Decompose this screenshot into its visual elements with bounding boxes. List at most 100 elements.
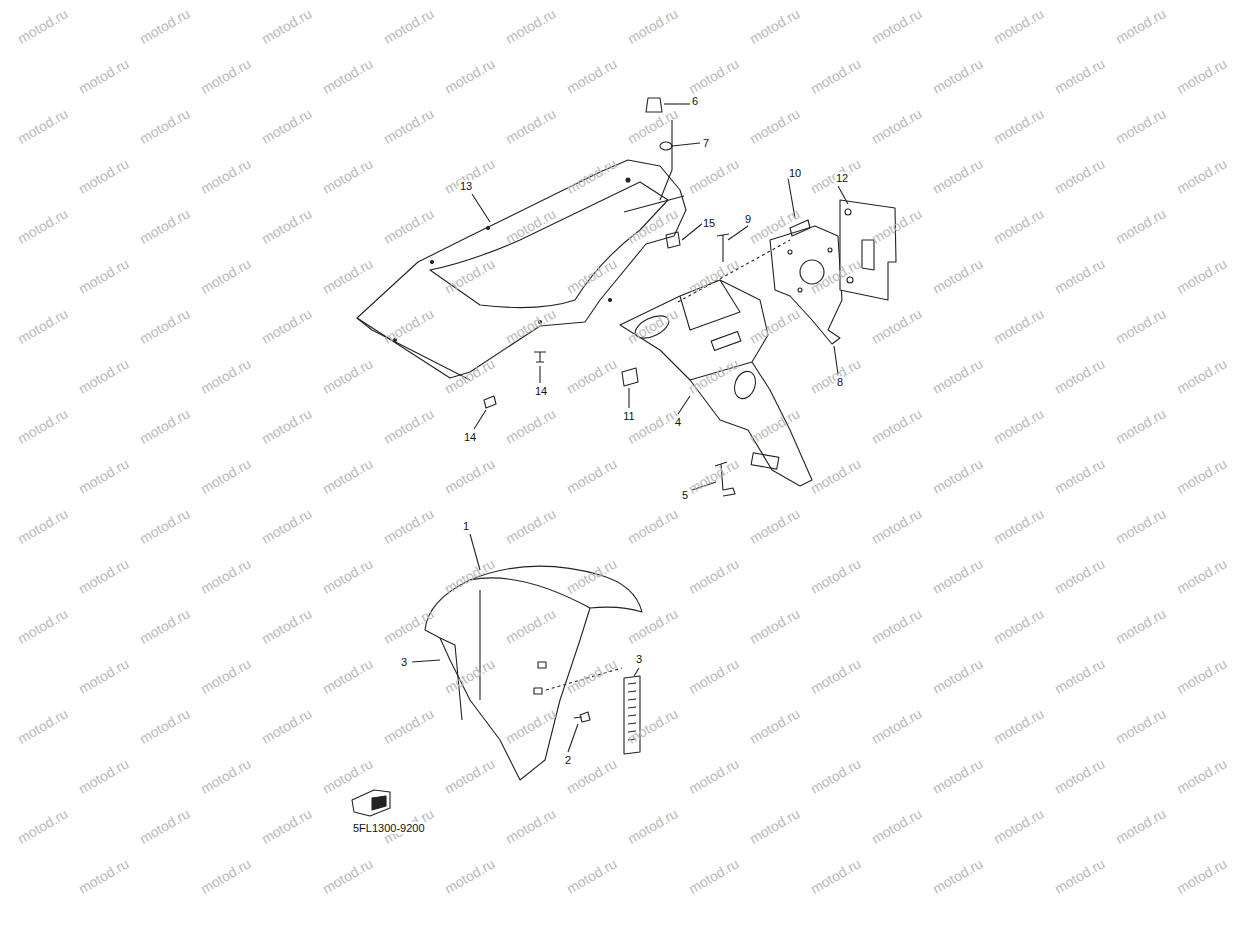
watermark: motod.ru [1052,155,1108,196]
watermark: motod.ru [259,805,315,846]
watermark: motod.ru [686,155,742,196]
watermark: motod.ru [1174,555,1230,596]
watermark: motod.ru [15,705,71,746]
watermark: motod.ru [381,705,437,746]
watermark: motod.ru [1052,555,1108,596]
watermark: motod.ru [137,105,193,146]
watermark: motod.ru [259,305,315,346]
watermark: motod.ru [15,405,71,446]
watermark: motod.ru [320,255,376,296]
watermark: motod.ru [625,605,681,646]
watermark: motod.ru [991,505,1047,546]
watermark: motod.ru [198,655,254,696]
watermark: motod.ru [381,105,437,146]
watermark: motod.ru [564,755,620,796]
watermark: motod.ru [564,355,620,396]
watermark: motod.ru [76,855,132,896]
watermark: motod.ru [869,805,925,846]
watermark: motod.ru [930,455,986,496]
watermark: motod.ru [625,805,681,846]
callout-number: 3 [400,656,408,668]
watermark: motod.ru [503,5,559,46]
watermark: motod.ru [869,5,925,46]
watermark: motod.ru [259,205,315,246]
callout-number: 4 [674,416,682,428]
watermark: motod.ru [869,105,925,146]
watermark: motod.ru [991,705,1047,746]
watermark: motod.ru [1113,205,1169,246]
watermark: motod.ru [1052,755,1108,796]
watermark: motod.ru [320,55,376,96]
watermark: motod.ru [564,855,620,896]
watermark: motod.ru [686,455,742,496]
watermark: motod.ru [137,605,193,646]
watermark: motod.ru [320,855,376,896]
callout-number: 6 [691,95,699,107]
callout-number: 3 [635,653,643,665]
watermark: motod.ru [198,55,254,96]
watermark: motod.ru [503,105,559,146]
watermark: motod.ru [747,605,803,646]
watermark: motod.ru [137,205,193,246]
watermark: motod.ru [15,605,71,646]
watermark: motod.ru [1052,455,1108,496]
watermark: motod.ru [1174,355,1230,396]
watermark: motod.ru [442,855,498,896]
watermark: motod.ru [991,105,1047,146]
watermark: motod.ru [137,805,193,846]
watermark: motod.ru [198,755,254,796]
callout-number: 15 [702,217,716,229]
watermark: motod.ru [1113,605,1169,646]
callout-number: 14 [463,431,477,443]
watermark: motod.ru [15,105,71,146]
watermark: motod.ru [76,455,132,496]
watermark: motod.ru [320,655,376,696]
watermark: motod.ru [15,305,71,346]
watermark: motod.ru [1174,755,1230,796]
watermark: motod.ru [198,355,254,396]
watermark: motod.ru [198,455,254,496]
watermark: motod.ru [869,405,925,446]
watermark: motod.ru [381,205,437,246]
watermark: motod.ru [686,655,742,696]
watermark: motod.ru [259,105,315,146]
watermark: motod.ru [869,305,925,346]
watermark: motod.ru [320,455,376,496]
watermark: motod.ru [686,55,742,96]
callout-number: 10 [788,167,802,179]
watermark: motod.ru [869,705,925,746]
watermark: motod.ru [137,705,193,746]
watermark: motod.ru [1052,355,1108,396]
watermark: motod.ru [76,355,132,396]
watermark: motod.ru [15,505,71,546]
watermark: motod.ru [503,405,559,446]
watermark: motod.ru [76,155,132,196]
watermark: motod.ru [869,505,925,546]
watermark: motod.ru [808,655,864,696]
watermark: motod.ru [137,305,193,346]
callout-number: 1 [462,520,470,532]
watermark: motod.ru [1052,855,1108,896]
watermark: motod.ru [686,755,742,796]
watermark: motod.ru [991,405,1047,446]
watermark: motod.ru [808,855,864,896]
watermark: motod.ru [76,255,132,296]
callout-number: 14 [534,385,548,397]
diagram-code: 5FL1300-9200 [352,822,426,834]
callout-number: 9 [744,213,752,225]
callout-number: 12 [835,172,849,184]
watermark: motod.ru [930,55,986,96]
callout-number: 7 [702,137,710,149]
watermark: motod.ru [1052,655,1108,696]
watermark: motod.ru [747,105,803,146]
watermark: motod.ru [991,305,1047,346]
callout-number: 11 [622,410,635,422]
watermark: motod.ru [564,55,620,96]
callout-number: 5 [681,489,689,501]
watermark: motod.ru [76,755,132,796]
watermark: motod.ru [320,155,376,196]
watermark: motod.ru [442,55,498,96]
watermark: motod.ru [381,505,437,546]
watermark: motod.ru [442,455,498,496]
watermark: motod.ru [259,5,315,46]
